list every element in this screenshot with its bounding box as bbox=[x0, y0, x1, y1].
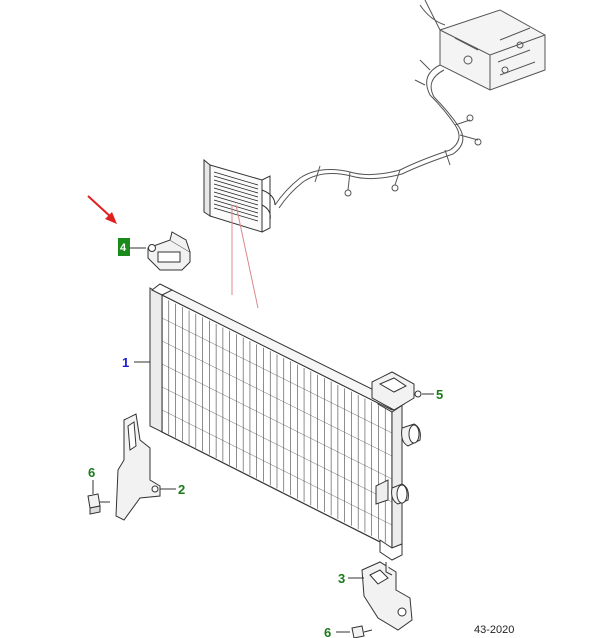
radiator-tube bbox=[161, 409, 393, 526]
red-arrow-icon bbox=[87, 195, 117, 224]
part-4-highlight-box bbox=[118, 238, 130, 256]
callout-2[interactable]: 2 bbox=[178, 482, 185, 497]
callout-6-bottom[interactable]: 6 bbox=[324, 625, 331, 638]
part-6-bolt-bottom bbox=[351, 625, 373, 638]
callout-6-left[interactable]: 6 bbox=[88, 465, 95, 480]
callout-1[interactable]: 1 bbox=[122, 355, 129, 370]
radiator-tube bbox=[161, 340, 393, 457]
part-1-radiator bbox=[149, 283, 421, 561]
radiator-tube bbox=[161, 386, 393, 503]
callout-5[interactable]: 5 bbox=[436, 387, 443, 402]
part-3-bracket bbox=[361, 561, 413, 631]
radiator-tube bbox=[161, 317, 393, 434]
part-5-bracket bbox=[371, 371, 422, 411]
reference-code: 43-2020 bbox=[474, 624, 514, 636]
reference-radiator bbox=[203, 158, 276, 233]
callout-3[interactable]: 3 bbox=[338, 571, 345, 586]
radiator-tube bbox=[161, 363, 393, 480]
part-2-bracket bbox=[115, 413, 161, 521]
part-6-bolt-left bbox=[87, 493, 110, 515]
reference-leader-lines bbox=[231, 204, 259, 309]
harness-assembly bbox=[274, 0, 546, 209]
callout-4[interactable]: 4 bbox=[120, 242, 127, 254]
part-4-bracket bbox=[147, 231, 191, 271]
